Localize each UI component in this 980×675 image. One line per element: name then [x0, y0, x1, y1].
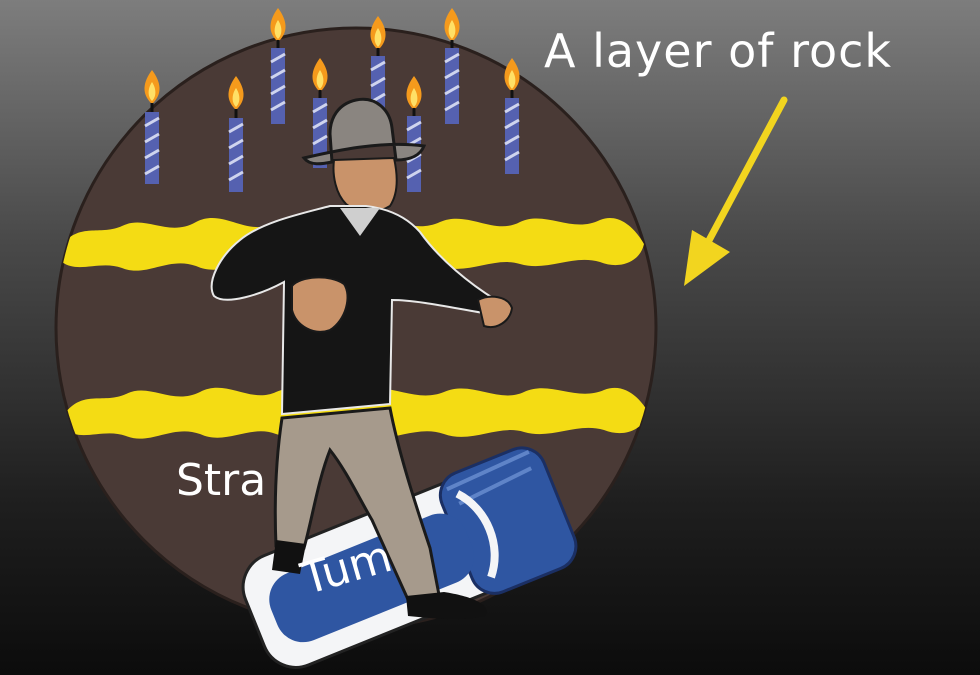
candles	[144, 8, 520, 192]
birthday-candle-icon	[228, 76, 244, 192]
birthday-candle-icon	[406, 76, 422, 192]
figure-hand	[476, 295, 514, 328]
birthday-candle-icon	[504, 58, 520, 174]
fedora-hat	[301, 97, 427, 166]
birthday-candle-icon	[444, 8, 460, 124]
figure-boot	[272, 540, 306, 574]
caption-rock-layer: A layer of rock	[544, 24, 893, 78]
figure-collar	[340, 208, 380, 236]
birthday-candle-icon	[312, 58, 328, 168]
label-strata: Stra	[176, 455, 267, 506]
figure-jacket	[210, 205, 498, 416]
birthday-candle-icon	[270, 8, 286, 124]
fedora-explorer-figure	[210, 97, 514, 620]
arrow-down-left-icon	[684, 96, 788, 286]
figure-fist	[291, 276, 349, 333]
figure-trousers	[273, 406, 442, 606]
figure-boot	[406, 592, 487, 620]
birthday-candle-icon	[144, 70, 160, 184]
